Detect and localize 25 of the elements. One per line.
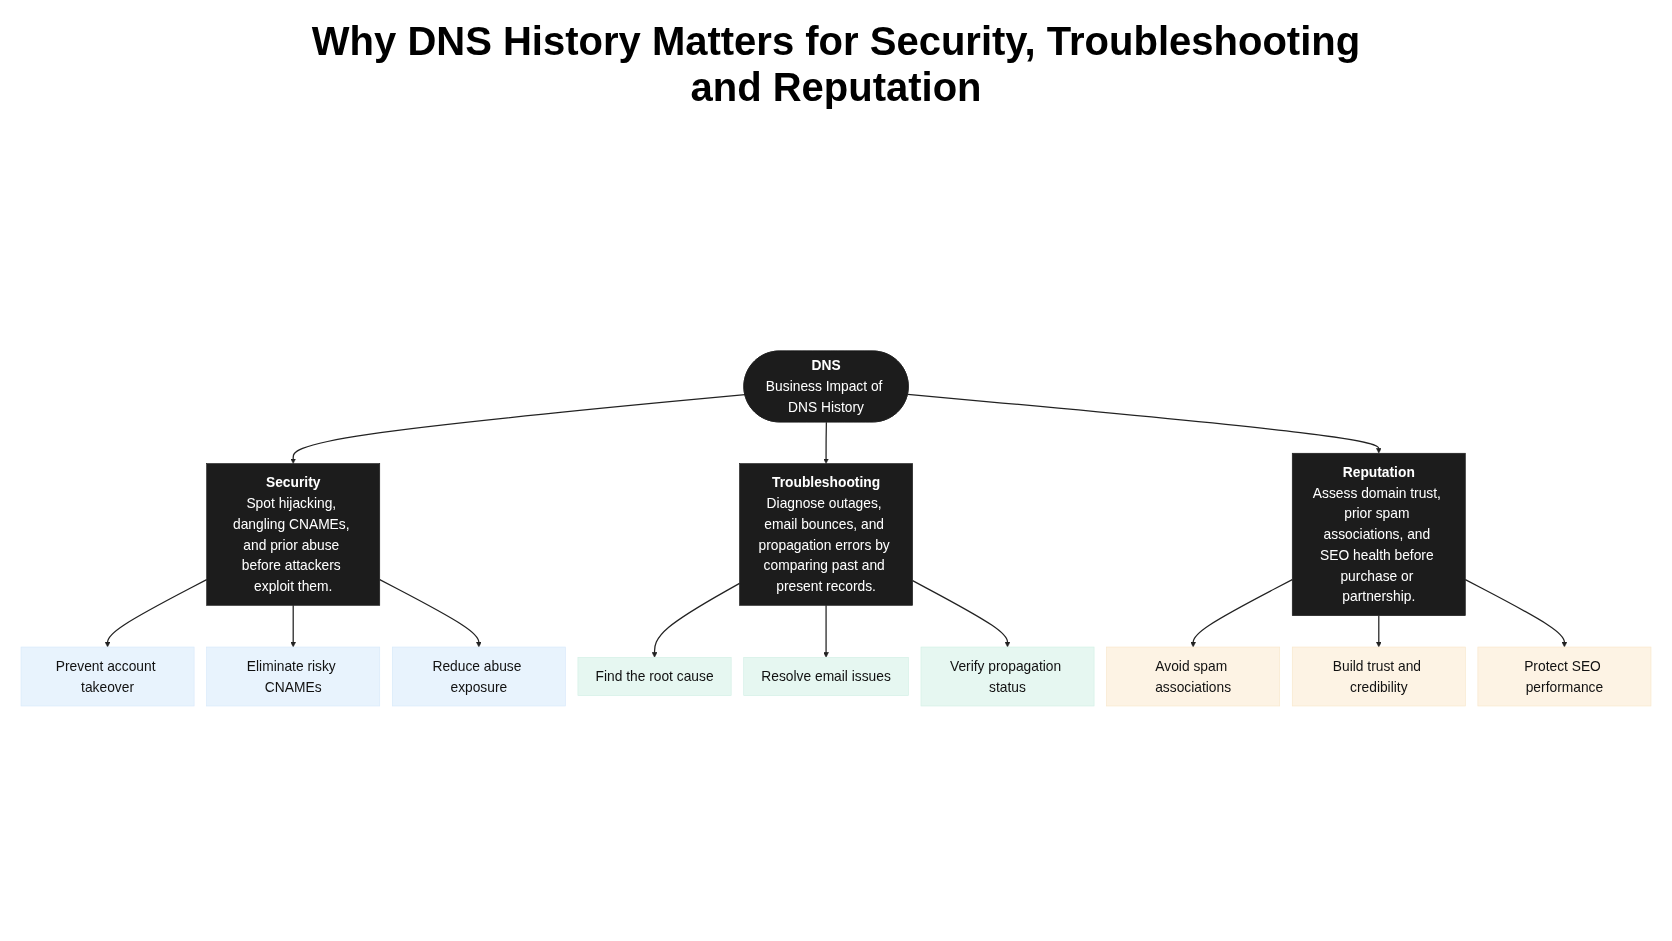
arrow <box>290 393 746 464</box>
node-box: Reputation Assess domain trust, prior spam associations, and SEO health before purchase or partnership. <box>1291 452 1466 616</box>
node-box: Protect SEO performance <box>1477 646 1652 707</box>
node-box: Verify propagation status <box>920 646 1095 707</box>
arrow <box>1464 579 1568 648</box>
arrow <box>1376 615 1382 648</box>
node-box: Eliminate risky CNAMEs <box>206 646 381 707</box>
title: Why DNS History Matters for Security, Troubleshooting and Reputation <box>310 18 1362 110</box>
arrow <box>823 604 829 658</box>
arrow <box>379 579 482 648</box>
arrow <box>1190 579 1293 648</box>
node-box: Build trust and credibility <box>1291 646 1466 707</box>
arrow <box>290 604 296 648</box>
node-box: Find the root cause <box>577 657 732 696</box>
arrow <box>651 582 741 658</box>
node-box: Resolve email issues <box>743 657 909 696</box>
arrow <box>823 421 829 464</box>
node-box: Reduce abuse exposure <box>391 646 566 707</box>
node-box: Prevent account takeover <box>20 646 195 707</box>
arrow <box>912 580 1011 648</box>
node-box: Troubleshooting Diagnose outages, email bounces, and propagation errors by comparing past and present records. <box>739 463 913 606</box>
node-box: Security Spot hijacking, dangling CNAMEs, and prior abuse before attackers exploit them. <box>206 463 381 606</box>
arrow <box>104 579 208 648</box>
arrow <box>907 393 1382 454</box>
node-box: Avoid spam associations <box>1106 646 1281 707</box>
